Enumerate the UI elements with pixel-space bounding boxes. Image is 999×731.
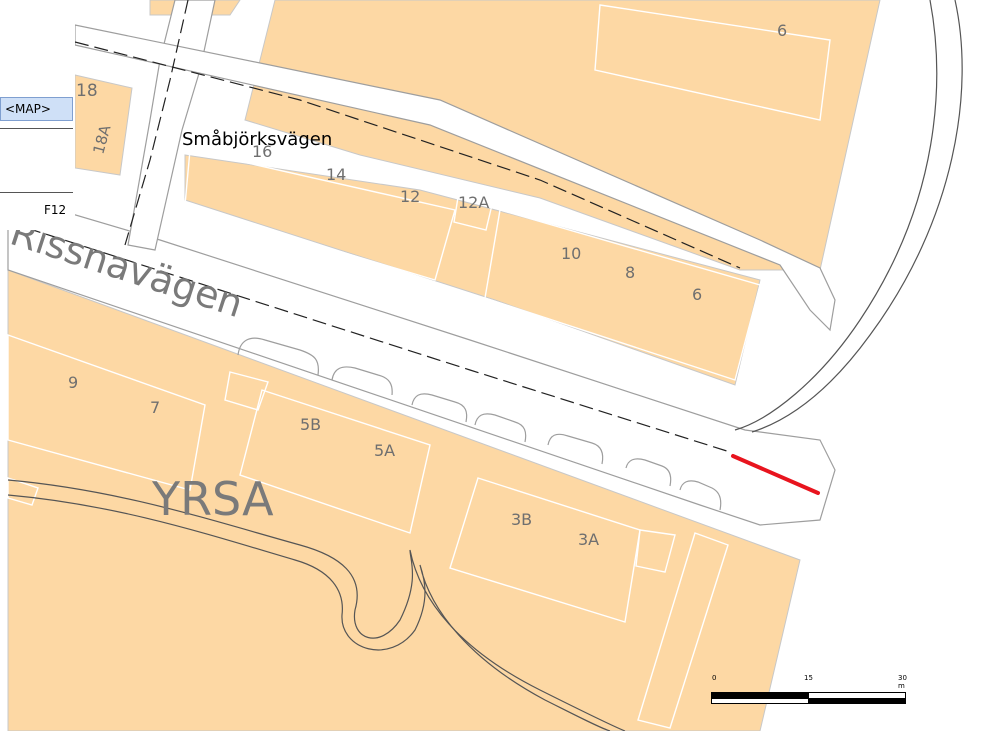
road-centrelines	[7, 0, 741, 453]
house-number: 14	[326, 165, 346, 184]
house-number: 3A	[578, 530, 599, 549]
parking-bays	[237, 337, 722, 511]
street-label-smabjorksvagen: Småbjörksvägen	[182, 129, 332, 150]
smabjorksvagen-road	[127, 0, 216, 251]
house-number: 18	[76, 81, 98, 101]
panel-divider	[0, 128, 73, 129]
footpath-east	[734, 0, 938, 431]
rissnavagen-road	[7, 194, 836, 526]
scale-segment-light-lower	[711, 698, 809, 704]
house-number: 10	[561, 244, 581, 263]
house-number: 5A	[374, 441, 395, 460]
layer-selector[interactable]: <MAP>	[0, 97, 73, 121]
district-label: YRSA	[151, 472, 274, 526]
scale-segment-dark-lower	[808, 698, 906, 704]
house-number: 9	[68, 373, 78, 392]
selected-road-segment[interactable]	[731, 454, 820, 495]
layer-panel: <MAP> F12	[0, 0, 75, 230]
house-number: 16	[252, 142, 272, 161]
footpath-south	[7, 479, 626, 731]
parcel-south	[7, 269, 801, 731]
land-parcels	[7, 0, 881, 731]
footpath-south-2	[7, 494, 611, 731]
panel-divider	[0, 192, 73, 193]
scale-tick-15: 15	[804, 674, 813, 682]
house-number: 7	[150, 398, 160, 417]
footpath-east-2	[751, 0, 963, 433]
house-number: 12	[400, 187, 420, 206]
house-number: 6	[692, 285, 702, 304]
house-number: 8	[625, 263, 635, 282]
parcel-north-east	[244, 0, 881, 271]
house-number: 12A	[458, 193, 489, 212]
parcel-18	[74, 74, 133, 176]
scale-bar: 0 15 30 m	[710, 674, 910, 706]
shortcut-key-label: F12	[44, 203, 67, 217]
scale-tick-0: 0	[712, 674, 717, 682]
side-road	[74, 24, 836, 332]
house-number: 3B	[511, 510, 532, 529]
house-number: 6	[777, 21, 787, 40]
buildings	[7, 4, 831, 729]
roads	[7, 0, 963, 731]
scale-tick-30: 30 m	[898, 674, 907, 690]
house-number: 5B	[300, 415, 321, 434]
